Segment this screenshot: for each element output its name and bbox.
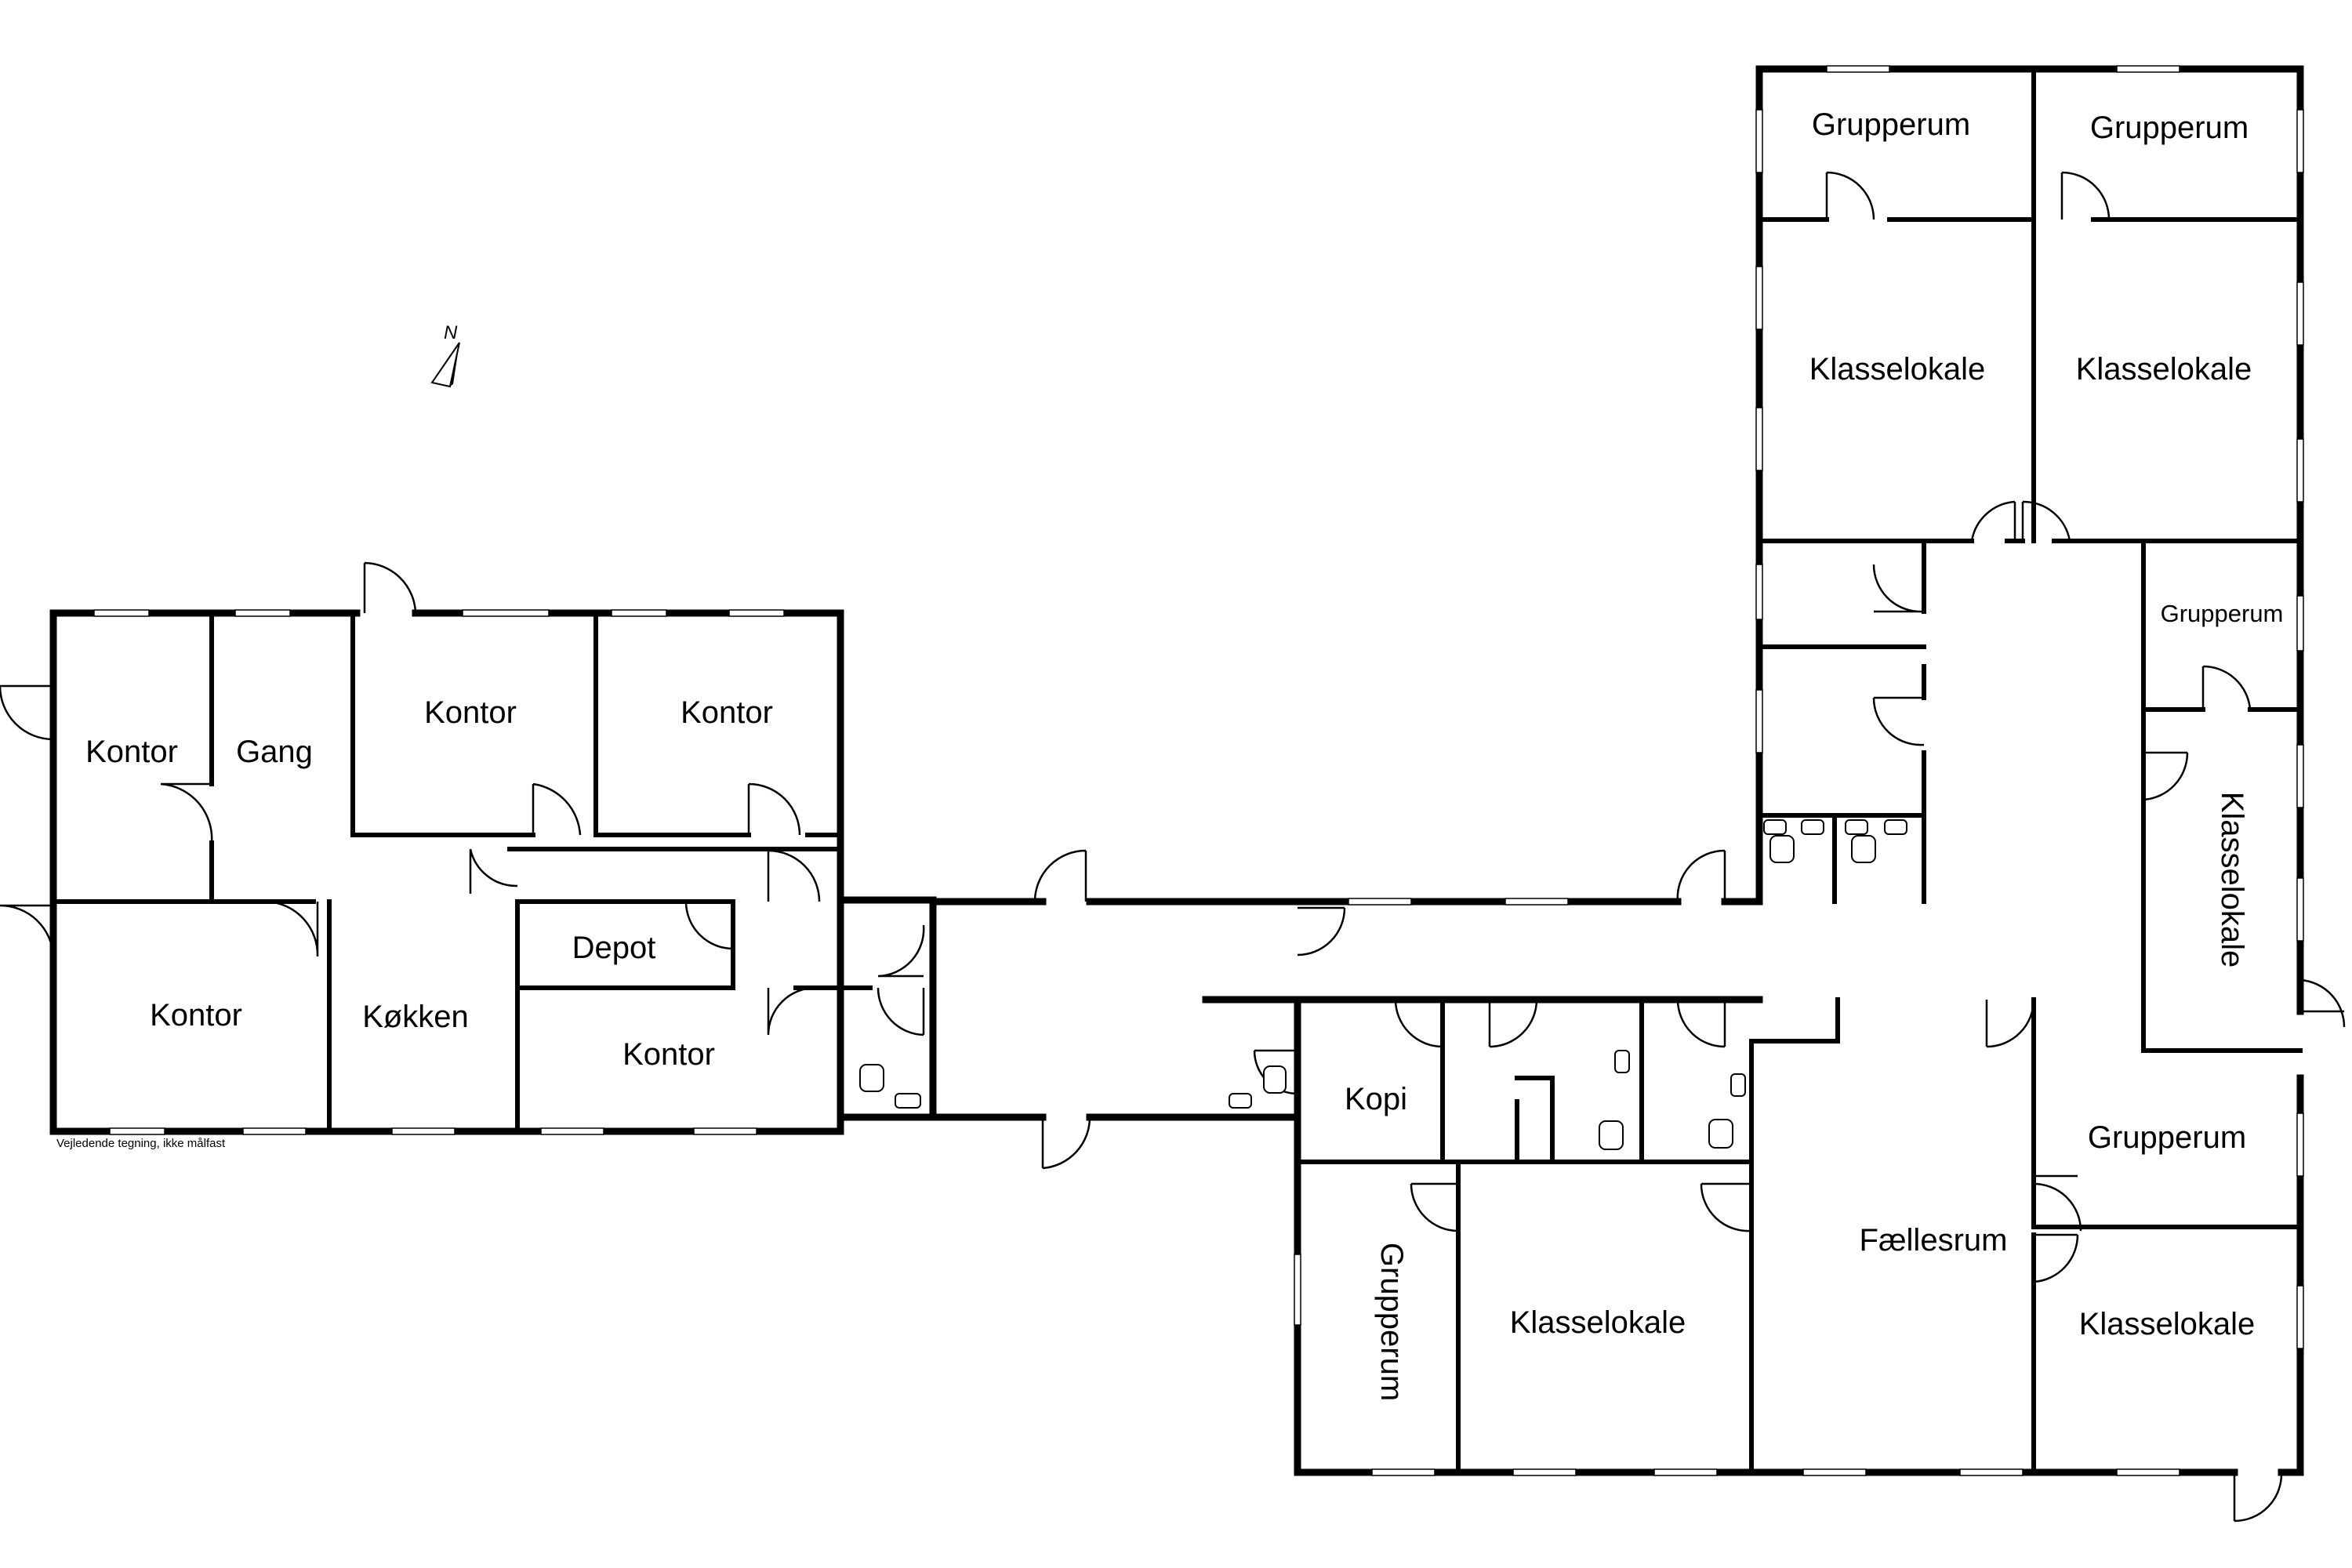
room-label-kontor-4: Kontor [150, 998, 242, 1033]
room-labels: Kontor Gang Kontor Kontor Kontor Køkken … [85, 107, 2283, 1401]
room-label-kontor-3: Kontor [681, 695, 773, 730]
west-wing-walls [49, 609, 937, 1135]
room-label-kontor-5: Kontor [622, 1037, 715, 1072]
room-label-klasselokale-2: Klasselokale [2076, 352, 2252, 387]
disclaimer-note: Vejledende tegning, ikke målfast [56, 1137, 226, 1150]
windows [93, 65, 2304, 1476]
toilet-fixtures [859, 819, 1907, 1150]
room-label-kokken: Køkken [362, 1000, 469, 1034]
room-label-kontor-2: Kontor [424, 695, 517, 730]
room-label-kopi: Kopi [1345, 1082, 1407, 1116]
room-label-klasselokale-4: Klasselokale [1510, 1305, 1686, 1340]
room-label-klasselokale-3: Klasselokale [2215, 792, 2249, 968]
room-label-faellesrum: Fællesrum [1860, 1223, 2008, 1258]
room-label-klasselokale-1: Klasselokale [1809, 352, 1986, 387]
room-label-klasselokale-5: Klasselokale [2079, 1307, 2256, 1341]
room-label-grupperum-3: Grupperum [2161, 600, 2284, 627]
room-label-gang: Gang [236, 735, 313, 769]
room-label-grupperum-2: Grupperum [2090, 111, 2249, 145]
east-block-walls [1294, 65, 2304, 1476]
north-label: N [444, 322, 458, 343]
north-arrow: N [430, 322, 460, 388]
room-label-depot: Depot [572, 931, 656, 965]
room-label-grupperum-5: Grupperum [2088, 1120, 2246, 1155]
interior-walls [51, 67, 2303, 1475]
room-label-grupperum-1: Grupperum [1812, 107, 1970, 142]
doors [0, 171, 2346, 1523]
room-label-kontor-1: Kontor [85, 735, 178, 769]
room-label-grupperum-4: Grupperum [1374, 1243, 1409, 1401]
